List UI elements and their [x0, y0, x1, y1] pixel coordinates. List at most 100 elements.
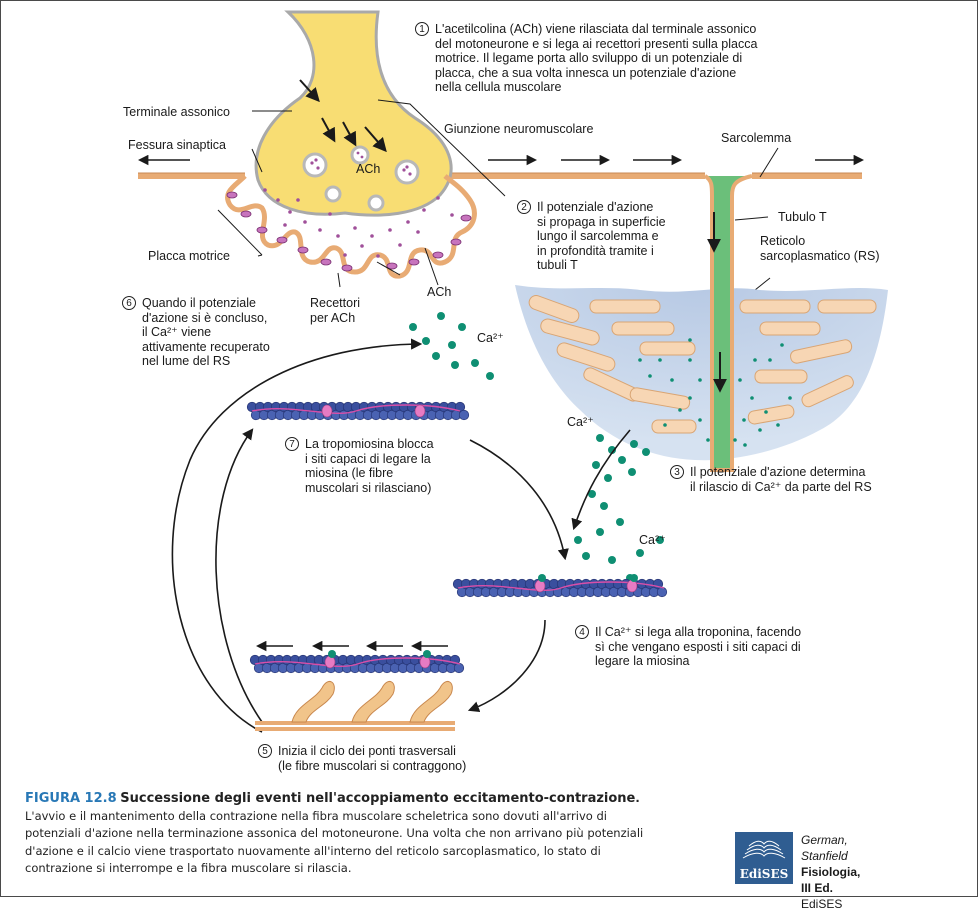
ach-receptors: [226, 191, 472, 272]
calcium-ion: [574, 536, 582, 544]
cycle-arrows: [171, 338, 631, 733]
troponin: [419, 655, 431, 669]
calcium-ion: [776, 423, 780, 427]
label-calcium-top: Ca²⁺: [477, 331, 504, 345]
step-6: 6 Quando il potenziale d'azione si è conc…: [122, 296, 270, 369]
calcium-ion: [608, 446, 616, 454]
myosin-cross-bridges: [255, 680, 455, 731]
calcium-ion: [422, 337, 430, 345]
label-synaptic-cleft: Fessura sinaptica: [128, 138, 226, 152]
calcium-ion: [658, 358, 662, 362]
ach-vesicles: [302, 145, 420, 212]
label-axon-terminal: Terminale assonico: [123, 105, 230, 119]
calcium-ion: [628, 468, 636, 476]
calcium-ion: [638, 358, 642, 362]
calcium-ion: [764, 410, 768, 414]
step-number: 2: [517, 200, 531, 214]
thin-filaments: [246, 401, 668, 674]
step-number: 4: [575, 625, 589, 639]
calcium-ion: [596, 434, 604, 442]
publisher-name: EdiSES: [801, 897, 843, 911]
calcium-ion: [630, 574, 638, 582]
calcium-ion: [706, 438, 710, 442]
label-t-tubule: Tubulo T: [778, 210, 827, 224]
calcium-ion: [688, 358, 692, 362]
calcium-ion: [538, 574, 546, 582]
calcium-ion: [592, 461, 600, 469]
figure-caption: FIGURA 12.8 Successione degli eventi nel…: [25, 791, 644, 876]
calcium-ion: [451, 361, 459, 369]
calcium-ion: [750, 396, 754, 400]
calcium-ion: [458, 323, 466, 331]
calcium-ion: [630, 440, 638, 448]
calcium-ion: [670, 378, 674, 382]
step-4: 4 Il Ca²⁺ si lega alla troponina, facendo…: [575, 625, 801, 669]
label-ach-receptors: Recettori per ACh: [310, 296, 361, 325]
step-text: Il potenziale d'azione determina il rila…: [690, 465, 872, 494]
troponin: [321, 404, 333, 418]
caption-title: Successione degli eventi nell'accoppiame…: [120, 791, 636, 806]
troponin: [534, 579, 546, 593]
label-sarcoplasmic-reticulum: Reticolo sarcoplasmatico (RS): [760, 234, 880, 263]
calcium-ion: [486, 372, 494, 380]
book-authors: German, Stanfield: [801, 833, 848, 863]
calcium-ion: [423, 650, 431, 658]
label-sarcolemma: Sarcolemma: [721, 131, 792, 145]
calcium-ion: [437, 312, 445, 320]
caption-body: L'avvio e il mantenimento della contrazi…: [25, 808, 644, 876]
step-text: Il potenziale d'azione si propaga in sup…: [537, 200, 666, 272]
step-number: 7: [285, 437, 299, 451]
calcium-ion: [733, 438, 737, 442]
label-ach-released: ACh: [427, 285, 452, 299]
step-number: 3: [670, 465, 684, 479]
calcium-ion: [448, 341, 456, 349]
step-text: Quando il potenziale d'azione si è concl…: [142, 296, 270, 368]
caption-figure-number: FIGURA 12.8: [25, 791, 117, 806]
calcium-ion: [608, 556, 616, 564]
ach-molecules: [263, 188, 454, 258]
sr-sacs: [528, 295, 877, 434]
actin-monomer: [656, 586, 668, 598]
sarcolemma-membrane: [138, 172, 862, 179]
calcium-ion: [688, 338, 692, 342]
calcium-ion: [743, 443, 747, 447]
calcium-ion: [788, 396, 792, 400]
calcium-ion: [432, 352, 440, 360]
calcium-ion: [328, 650, 336, 658]
calcium-ion: [409, 323, 417, 331]
calcium-ion: [636, 549, 644, 557]
calcium-ion: [582, 552, 590, 560]
calcium-ion: [618, 456, 626, 464]
publisher-logo: EdiSES: [735, 832, 793, 884]
actin-monomer: [453, 662, 465, 674]
calcium-ion: [780, 343, 784, 347]
step-3: 3 Il potenziale d'azione determina il ril…: [670, 465, 872, 494]
tropomyosin-strand: [251, 404, 461, 414]
calcium-ion: [742, 418, 746, 422]
book-title: Fisiologia, III Ed.: [801, 865, 861, 895]
step-2: 2 Il potenziale d'azione si propaga in su…: [517, 200, 666, 273]
label-calcium-sr: Ca²⁺: [567, 415, 594, 429]
calcium-ion: [642, 448, 650, 456]
book-icon: [742, 840, 786, 859]
label-motor-endplate: Placca motrice: [148, 249, 230, 263]
troponin: [324, 655, 336, 669]
step-text: L'acetilcolina (ACh) viene rilasciata da…: [435, 22, 758, 94]
calcium-ion: [616, 518, 624, 526]
step-text: Il Ca²⁺ si lega alla troponina, facendo …: [595, 625, 802, 668]
calcium-ion: [758, 428, 762, 432]
step-number: 1: [415, 22, 429, 36]
calcium-ion: [688, 396, 692, 400]
calcium-ion: [768, 358, 772, 362]
calcium-ion: [753, 358, 757, 362]
calcium-ion: [698, 378, 702, 382]
label-ach-vesicle: ACh: [356, 162, 381, 176]
calcium-ion: [604, 474, 612, 482]
calcium-ion: [648, 374, 652, 378]
publisher-lines: German, Stanfield Fisiologia, III Ed. Ed…: [801, 832, 860, 912]
troponin: [414, 404, 426, 418]
step-number: 6: [122, 296, 136, 310]
label-neuromuscular-junction: Giunzione neuromuscolare: [444, 122, 594, 136]
calcium-ion: [588, 490, 596, 498]
